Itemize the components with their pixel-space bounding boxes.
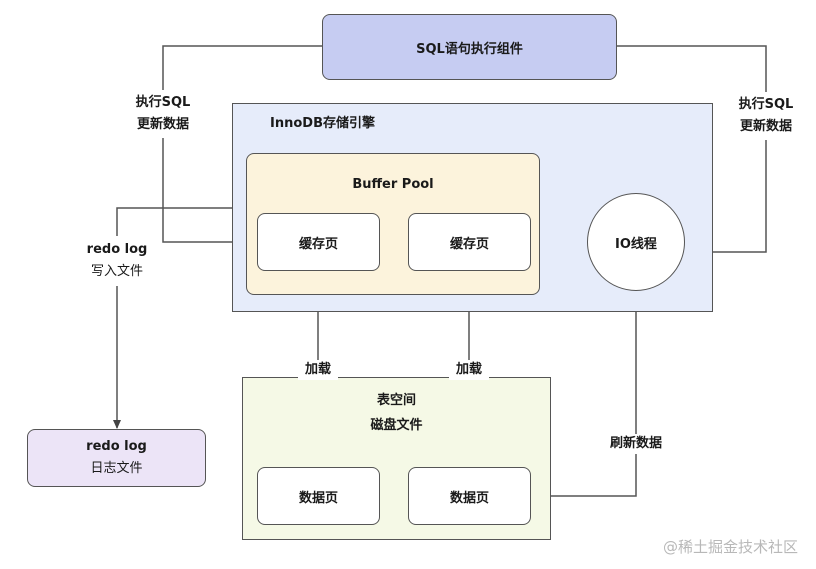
- redo-log-write-line1: redo log: [86, 242, 148, 257]
- load-label-2: 加载: [449, 360, 489, 380]
- redo-log-file: redo log 日志文件: [27, 429, 206, 487]
- tablespace-title: 表空间: [376, 393, 416, 408]
- right-execute-sql-label: 执行SQL 更新数据: [725, 92, 807, 140]
- io-thread: IO线程: [587, 193, 685, 291]
- left-execute-sql-line2: 更新数据: [136, 117, 189, 132]
- cache-page-1-label: 缓存页: [298, 236, 338, 252]
- cache-page-2: 缓存页: [408, 213, 531, 271]
- right-execute-sql-line2: 更新数据: [739, 119, 792, 134]
- data-page-1: 数据页: [257, 467, 380, 525]
- cache-page-1: 缓存页: [257, 213, 380, 271]
- sql-execution-component-label: SQL语句执行组件: [416, 41, 523, 57]
- data-page-2: 数据页: [408, 467, 531, 525]
- left-execute-sql-label: 执行SQL 更新数据: [122, 90, 204, 138]
- innodb-title: InnoDB存储引擎: [270, 116, 375, 131]
- tablespace-subtitle: 磁盘文件: [370, 418, 423, 433]
- buffer-pool-title: Buffer Pool: [352, 177, 434, 192]
- redo-log-file-line1: redo log: [86, 439, 147, 454]
- left-execute-sql-line1: 执行SQL: [135, 95, 191, 110]
- data-page-1-label: 数据页: [298, 490, 338, 506]
- io-thread-label: IO线程: [615, 236, 657, 252]
- redo-log-write-line2: 写入文件: [90, 264, 143, 279]
- flush-data-label: 刷新数据: [600, 434, 672, 454]
- watermark: @稀土掘金技术社区: [662, 538, 798, 556]
- redo-log-write-label: redo log 写入文件: [76, 236, 158, 286]
- cache-page-2-label: 缓存页: [449, 236, 489, 252]
- right-execute-sql-line1: 执行SQL: [738, 97, 794, 112]
- load-label-1: 加载: [298, 360, 338, 380]
- sql-execution-component: SQL语句执行组件: [322, 14, 617, 80]
- data-page-2-label: 数据页: [449, 490, 489, 506]
- redo-log-file-line2: 日志文件: [90, 461, 143, 476]
